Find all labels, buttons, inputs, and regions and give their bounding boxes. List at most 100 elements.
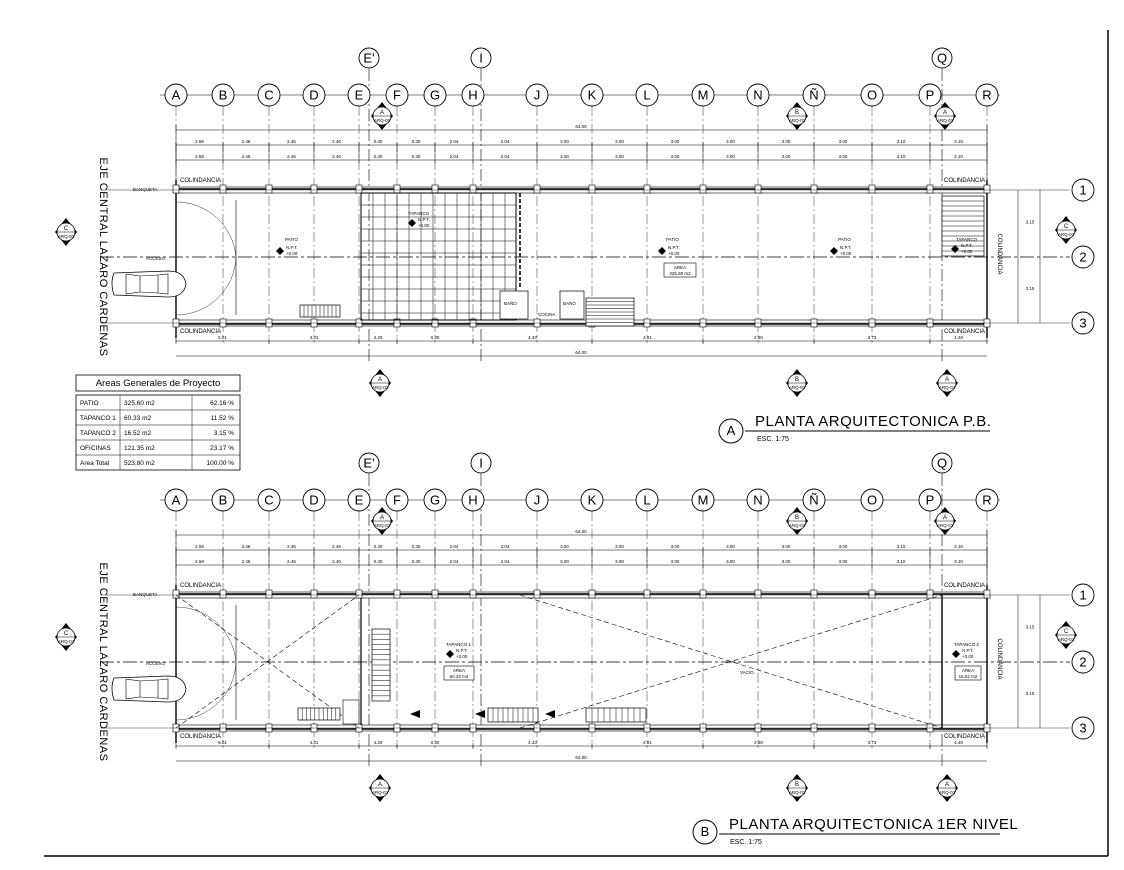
grid-bubble-2-circle xyxy=(257,488,281,512)
label-colindancia-sw: COLINDANCIA xyxy=(180,329,221,335)
label-colindancia-se: COLINDANCIA xyxy=(944,329,985,335)
grid-bubble-upper-1-label: I xyxy=(479,50,483,65)
grid-bubble-14-circle xyxy=(860,83,884,107)
dim-bottom-text: 4.48 xyxy=(954,335,963,340)
grid-bubble-5-label: F xyxy=(393,492,401,507)
section-marker-right-letter: C xyxy=(1064,629,1069,635)
grid-row-bubble-1-circle xyxy=(1071,650,1095,674)
dim-bottom-text: 0.30 xyxy=(431,740,440,745)
grid-bubble-6-circle xyxy=(423,488,447,512)
dim-bottom-total: 64.00 xyxy=(575,755,587,760)
grid-bubble-7-circle xyxy=(461,488,485,512)
level-tapanco-2-val: +3.00 xyxy=(962,654,974,659)
grid-bubble-3-label: D xyxy=(309,492,318,507)
label-area-2-val: 16.52 m2 xyxy=(959,674,978,679)
grid-bubble-upper-1-label: I xyxy=(479,455,483,470)
dim-top-text: 2.46 xyxy=(332,544,341,549)
stairs-vertical xyxy=(371,628,391,702)
street-label: EJE CENTRAL LAZARO CARDENAS xyxy=(97,158,109,357)
door-swing-2 xyxy=(175,661,237,721)
grid-bubble-10-circle xyxy=(635,83,659,107)
grid-bubble-14-label: O xyxy=(867,492,877,507)
bano-box-2 xyxy=(559,290,585,320)
dim-top-text: 3.00 xyxy=(671,544,680,549)
area-table-area: 121.35 m2 xyxy=(124,445,155,452)
dim-top-text: 2.46 xyxy=(242,139,251,144)
area-table-title-box xyxy=(75,374,241,392)
title-block-b: B PLANTA ARQUITECTONICA 1ER NIVEL ESC. 1… xyxy=(692,816,1018,846)
dim-top-text: 3.00 xyxy=(671,139,680,144)
dim-top-text: 3.00 xyxy=(839,544,848,549)
label-banqueta: BANQUETA xyxy=(133,187,157,192)
dim-top-text: 2.04 xyxy=(501,139,510,144)
section-marker-left-letter: C xyxy=(64,226,69,232)
dim-top-text: 3.00 xyxy=(560,139,569,144)
area-table-pct: 3.15 % xyxy=(214,430,234,437)
level-patio-2: N.P.T.+0.00 xyxy=(658,245,680,256)
dim-bottom-text: 2.80 xyxy=(754,740,763,745)
dim-mid-text: 2.46 xyxy=(242,154,251,159)
grid-bubble-upper-0-label: E' xyxy=(363,50,374,65)
dim-mid-text: 3.10 xyxy=(897,559,906,564)
label-area-val: 325.60 m2 xyxy=(669,271,691,276)
grid-bubble-upper-2-circle xyxy=(931,47,953,69)
grid-bubble-9-circle xyxy=(580,488,604,512)
section-marker-right-tag: ARQ-03 xyxy=(1058,232,1075,237)
level-tapanco-1-diamond xyxy=(446,650,454,658)
grid-bubble-12-circle xyxy=(746,488,770,512)
grid-bubble-10-label: L xyxy=(643,87,650,102)
grid-bubble-1-label: B xyxy=(219,87,228,102)
dim-bottom-text: 4.43 xyxy=(528,740,537,745)
dim-top-text: 3.00 xyxy=(839,139,848,144)
level-tapanco-1-npt: N.P.T. xyxy=(456,648,468,653)
column-top xyxy=(469,589,477,599)
grid-bubble-0-circle xyxy=(164,488,188,512)
level-tapanco-east: N.P.T.+0.00 xyxy=(951,243,973,254)
grid-row-bubble-2-circle xyxy=(1071,716,1095,740)
area-box-2 xyxy=(954,665,982,681)
label-colindancia-east: COLINDANCIA xyxy=(996,233,1002,274)
area-table-area: 16.52 m2 xyxy=(124,430,151,437)
grid-bubble-3-circle xyxy=(302,488,326,512)
section-marker-right-tag: ARQ-03 xyxy=(1058,637,1075,642)
car-roof-top xyxy=(139,679,159,682)
stairs-mid xyxy=(487,707,539,723)
column-top xyxy=(868,184,876,194)
stairs-west xyxy=(297,707,341,721)
column-top xyxy=(393,589,401,599)
level-tapanco-east-val: +0.00 xyxy=(961,249,973,254)
dim-mid-text: 2.46 xyxy=(332,154,341,159)
column-top xyxy=(431,589,439,599)
grid-bubble-3-circle xyxy=(302,83,326,107)
dim-bottom-text: 4.43 xyxy=(528,335,537,340)
dim-top-text: 2.46 xyxy=(332,139,341,144)
area-table-body xyxy=(75,394,241,471)
grid-bubble-2-label: C xyxy=(264,87,273,102)
grid-bubble-upper-1-circle xyxy=(470,452,492,474)
label-cocina: COCINA xyxy=(538,312,556,317)
level-tapanco: N.P.T.+0.00 xyxy=(408,217,430,228)
level-patio-3-diamond xyxy=(830,247,838,255)
section-marker-bottom-b-tag: ARQ-03 xyxy=(789,385,806,390)
car-body xyxy=(111,270,187,298)
dim-mid-text: 2.04 xyxy=(450,559,459,564)
dim-top-text: 0.30 xyxy=(374,544,383,549)
stairs-east xyxy=(941,195,985,257)
column-top xyxy=(219,184,227,194)
dim-top-text: 3.00 xyxy=(615,139,624,144)
dim-mid-text: 3.00 xyxy=(726,154,735,159)
level-patio-1-npt: N.P.T. xyxy=(286,245,298,250)
car-roof-top xyxy=(139,274,159,277)
grid-bubble-7-circle xyxy=(461,83,485,107)
section-marker-bottom-a-letter: A xyxy=(378,377,382,383)
area-table-title: Areas Generales de Proyecto xyxy=(96,378,221,389)
grid-bubble-0-label: A xyxy=(172,492,181,507)
dim-bottom-total: 64.00 xyxy=(575,350,587,355)
